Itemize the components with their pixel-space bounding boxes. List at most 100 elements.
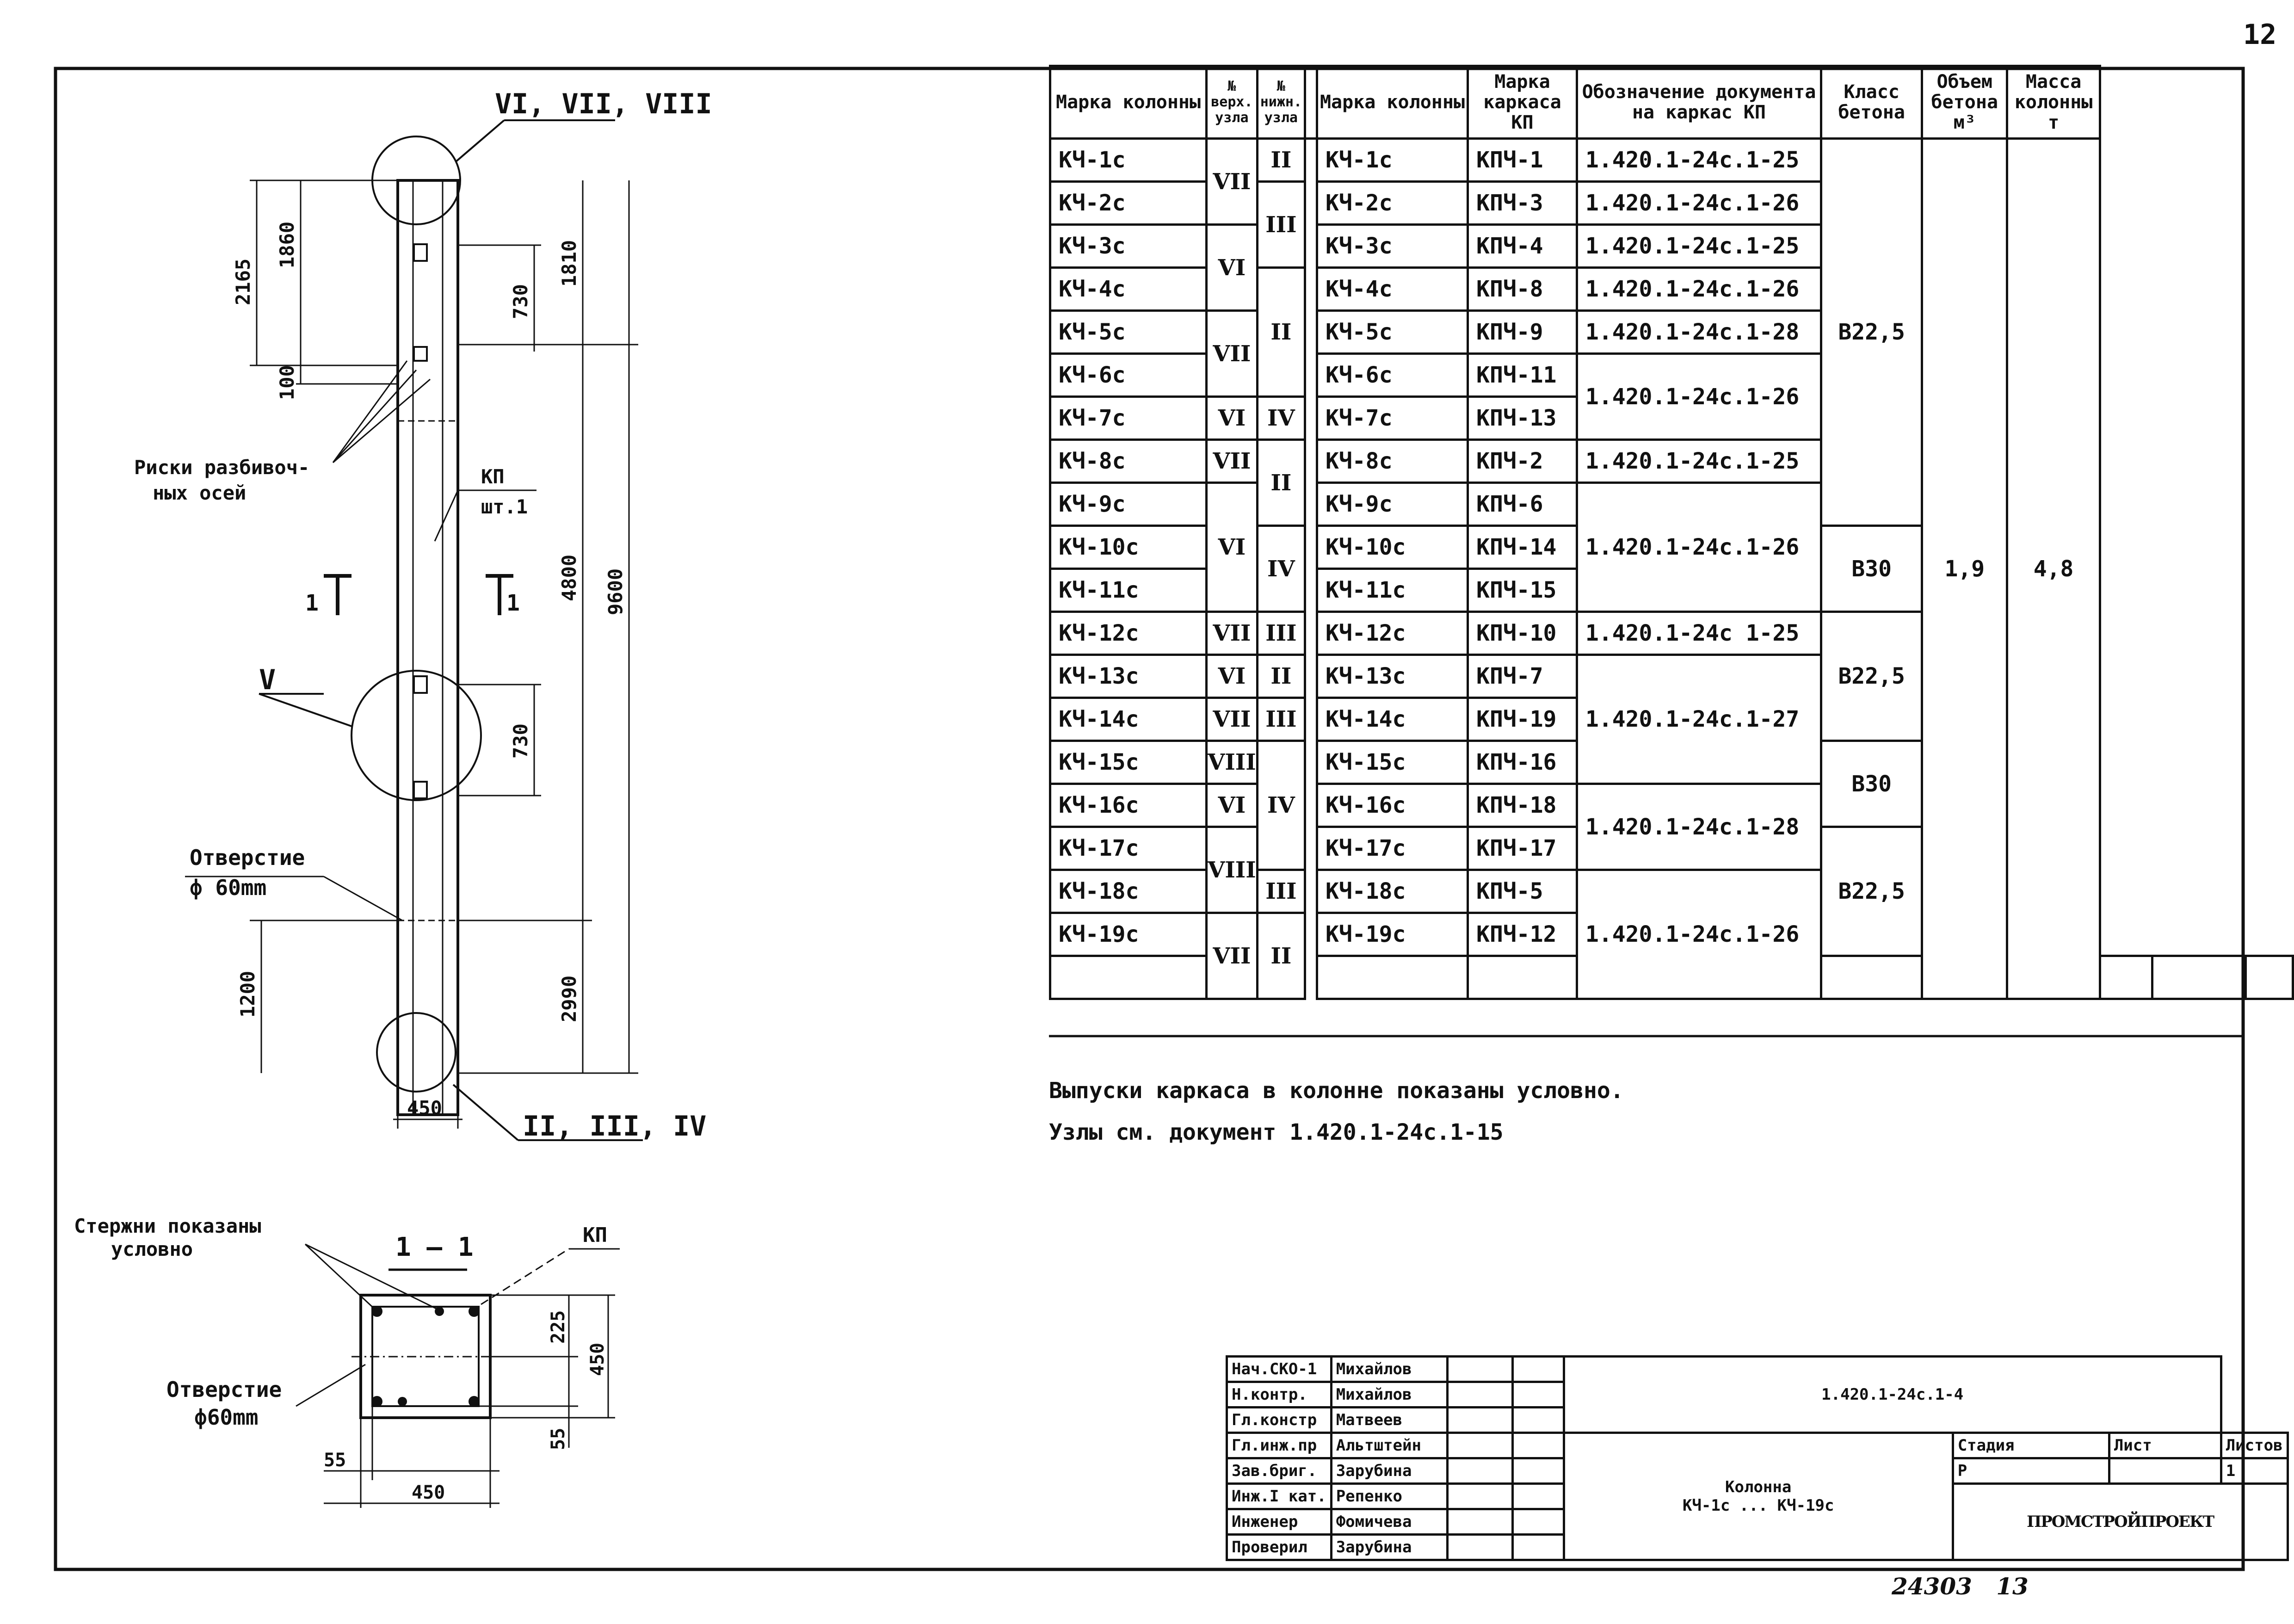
sheet-label: Лист bbox=[2108, 1432, 2222, 1459]
header-frame-mark: Марка каркаса КП bbox=[1467, 65, 1578, 140]
section-mark-label-right: 1 bbox=[506, 590, 520, 616]
cell-empty bbox=[2151, 955, 2247, 1000]
cell-column-mark: КЧ-11с bbox=[1048, 568, 1208, 613]
dim-1810: 1810 bbox=[558, 240, 580, 287]
staff-role: Инженер bbox=[1226, 1508, 1332, 1536]
cell-document: 1.420.1-24с.1-28 bbox=[1575, 783, 1822, 871]
cell-frame-mark: КПЧ-11 bbox=[1467, 352, 1578, 398]
cell-frame-mark: КПЧ-8 bbox=[1467, 266, 1578, 312]
staff-date bbox=[1511, 1457, 1565, 1485]
middle-node-callout-circle bbox=[351, 670, 482, 801]
bottom-nodes-label: II, III, IV bbox=[523, 1110, 706, 1142]
cell-document: 1.420.1-24с.1-26 bbox=[1575, 180, 1822, 226]
cell-column-mark-2: КЧ-6с bbox=[1315, 352, 1469, 398]
cell-column-mark-2: КЧ-1с bbox=[1315, 137, 1469, 183]
cell-top-node: VI bbox=[1205, 395, 1258, 441]
cell-document: 1.420.1-24с.1-25 bbox=[1575, 137, 1822, 183]
dim-730-mid: 730 bbox=[509, 723, 532, 759]
dim-100: 100 bbox=[276, 365, 298, 400]
cell-empty bbox=[1315, 955, 1469, 1000]
cell-column-mark: КЧ-14с bbox=[1048, 697, 1208, 742]
header-top-node: № верх. узла bbox=[1205, 65, 1258, 140]
cell-concrete-class: В22,5 bbox=[1819, 137, 1924, 527]
leader-bars bbox=[304, 1243, 376, 1310]
cell-frame-mark: КПЧ-10 bbox=[1467, 611, 1578, 656]
staff-date bbox=[1511, 1355, 1565, 1383]
marks-label-2: ных осей bbox=[153, 482, 246, 504]
cell-top-node: VII bbox=[1205, 697, 1258, 742]
header-column-mark: Марка колонны bbox=[1048, 65, 1208, 140]
header-bottom-node: № нижн. узла bbox=[1256, 65, 1307, 140]
section-mark-label-left: 1 bbox=[305, 590, 319, 616]
cell-frame-mark: КПЧ-17 bbox=[1467, 826, 1578, 871]
staff-name: Михайлов bbox=[1330, 1381, 1449, 1408]
cell-frame-mark: КПЧ-3 bbox=[1467, 180, 1578, 226]
header-concrete-class: Класс бетона bbox=[1819, 65, 1924, 140]
cell-bottom-node: III bbox=[1256, 180, 1307, 269]
staff-name: Михайлов bbox=[1330, 1355, 1449, 1383]
sheets-value: 1 bbox=[2220, 1457, 2289, 1485]
title-line-2: КЧ-1с ... КЧ-19с bbox=[1682, 1496, 1834, 1515]
cell-frame-mark: КПЧ-15 bbox=[1467, 568, 1578, 613]
console-opening bbox=[413, 346, 428, 362]
title-block-row: Н.контр.Михайлов bbox=[1226, 1381, 2288, 1408]
leader-kp bbox=[434, 490, 459, 542]
cell-frame-mark: КПЧ-7 bbox=[1467, 654, 1578, 699]
cell-concrete-class: В30 bbox=[1819, 525, 1924, 613]
sheets-label: Листов bbox=[2220, 1432, 2289, 1459]
cell-column-mark-2: КЧ-12с bbox=[1315, 611, 1469, 656]
cell-frame-mark: КПЧ-2 bbox=[1467, 438, 1578, 484]
cell-column-mark: КЧ-2с bbox=[1048, 180, 1208, 226]
cell-empty bbox=[2245, 955, 2294, 1000]
bottom-node-callout-circle bbox=[376, 1012, 456, 1093]
column-schedule-table: Марка колонны № верх. узла № нижн. узла … bbox=[1048, 65, 2294, 1000]
cell-document: 1.420.1-24с.1-25 bbox=[1575, 438, 1822, 484]
cell-document: 1.420.1-24с.1-27 bbox=[1575, 654, 1822, 785]
cell-column-mark-2: КЧ-8с bbox=[1315, 438, 1469, 484]
staff-date bbox=[1511, 1482, 1565, 1510]
header-document: Обозначение документа на каркас КП bbox=[1575, 65, 1822, 140]
cell-bottom-node: III bbox=[1256, 611, 1307, 656]
cell-column-mark-2: КЧ-14с bbox=[1315, 697, 1469, 742]
dim-450-horizontal: 450 bbox=[412, 1482, 445, 1503]
cell-top-node: VIII bbox=[1205, 740, 1258, 785]
cell-empty bbox=[1048, 955, 1208, 1000]
node-v-label: V bbox=[259, 664, 276, 696]
cell-frame-mark: КПЧ-6 bbox=[1467, 482, 1578, 527]
cell-top-node: VI bbox=[1205, 482, 1258, 613]
cell-column-mark-2: КЧ-16с bbox=[1315, 783, 1469, 828]
cell-document: 1.420.1-24с.1-26 bbox=[1575, 352, 1822, 441]
dim-2165: 2165 bbox=[232, 259, 254, 305]
cell-mass: 4,8 bbox=[2006, 137, 2102, 1000]
staff-signature bbox=[1446, 1508, 1514, 1536]
dim-1860: 1860 bbox=[276, 222, 298, 268]
cell-column-mark: КЧ-15с bbox=[1048, 740, 1208, 785]
cell-volume: 1,9 bbox=[1921, 137, 2009, 1000]
cell-column-mark-2: КЧ-15с bbox=[1315, 740, 1469, 785]
cell-document: 1.420.1-24с.1-26 bbox=[1575, 869, 1822, 1000]
cell-bottom-node: II bbox=[1256, 438, 1307, 527]
cell-column-mark-2: КЧ-11с bbox=[1315, 568, 1469, 613]
staff-role: Гл.констр bbox=[1226, 1406, 1332, 1434]
cell-column-mark: КЧ-12с bbox=[1048, 611, 1208, 656]
note-1: Выпуски каркаса в колонне показаны услов… bbox=[1049, 1078, 1624, 1104]
cell-column-mark: КЧ-16с bbox=[1048, 783, 1208, 828]
title-line-1: Колонна bbox=[1725, 1478, 1792, 1496]
cell-top-node: VI bbox=[1205, 783, 1258, 828]
cell-bottom-node: II bbox=[1256, 137, 1307, 183]
cell-concrete-class: В22,5 bbox=[1819, 611, 1924, 742]
bars-label-1: Стержни показаны bbox=[74, 1215, 261, 1237]
cell-top-node: VII bbox=[1205, 309, 1258, 398]
